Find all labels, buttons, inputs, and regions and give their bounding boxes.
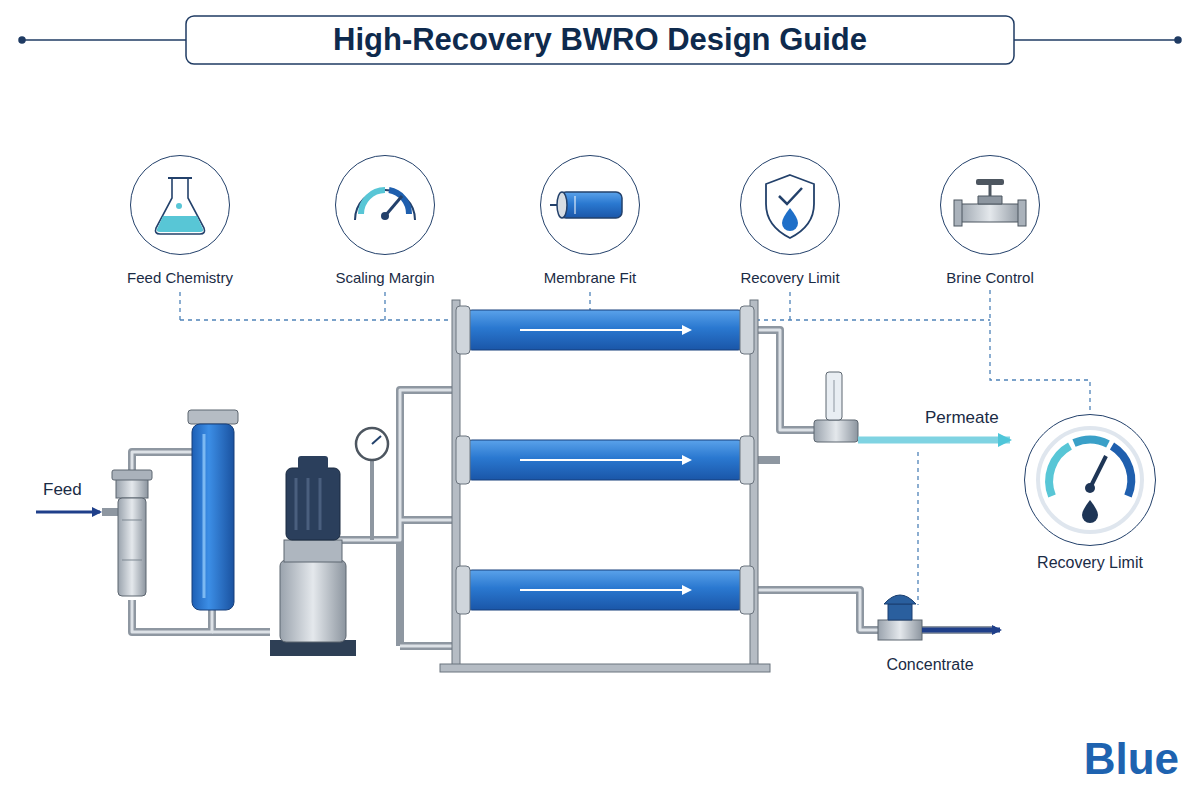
node-label: Recovery Limit <box>736 269 843 286</box>
node-label: Recovery Limit <box>1033 554 1147 572</box>
pump <box>270 456 356 656</box>
text-label: Feed <box>40 480 85 500</box>
node-label: Feed Chemistry <box>123 269 237 286</box>
pipework <box>102 330 995 646</box>
recovery-gauge <box>1038 428 1142 532</box>
icon-circle <box>335 155 435 255</box>
icon-circle <box>540 155 640 255</box>
icon-node: Feed Chemistry <box>119 155 241 286</box>
filter-housing <box>188 410 238 610</box>
title-box: High-Recovery BWRO Design Guide <box>186 16 1014 64</box>
membrane-rack <box>440 300 770 672</box>
flask-icon <box>156 178 205 234</box>
title-frame <box>19 16 1181 64</box>
permeate-arrow <box>858 437 1010 444</box>
icon-node: Membrane Fit <box>536 155 645 286</box>
feed-arrow <box>36 511 100 514</box>
icon-circle <box>1024 414 1156 546</box>
node-label: Brine Control <box>942 269 1038 286</box>
node-label: Membrane Fit <box>540 269 641 286</box>
gauge-icon <box>355 190 415 220</box>
title-text: High-Recovery BWRO Design Guide <box>333 22 867 58</box>
text-label: Permeate <box>922 408 1002 428</box>
flowmeter <box>814 372 858 442</box>
dashed-connector <box>990 290 1090 414</box>
text-label: Concentrate <box>883 656 976 674</box>
shield-icon <box>766 175 814 238</box>
cartridge-filter <box>112 470 152 596</box>
icon-circle <box>130 155 230 255</box>
concentrate-arrow <box>922 628 1000 633</box>
icon-circle <box>740 155 840 255</box>
text-label: Blue <box>1081 734 1182 784</box>
dashed-bus <box>180 292 990 605</box>
icon-node: Recovery Limit <box>732 155 847 286</box>
valve-icon <box>954 179 1026 226</box>
membrane-icon <box>550 192 622 218</box>
control-valve <box>878 595 922 640</box>
icon-circle <box>940 155 1040 255</box>
icon-node: Recovery Limit <box>1020 414 1160 572</box>
icon-node: Brine Control <box>936 155 1044 286</box>
pressure-gauge <box>356 428 388 540</box>
icon-node: Scaling Margin <box>327 155 442 286</box>
node-label: Scaling Margin <box>331 269 438 286</box>
